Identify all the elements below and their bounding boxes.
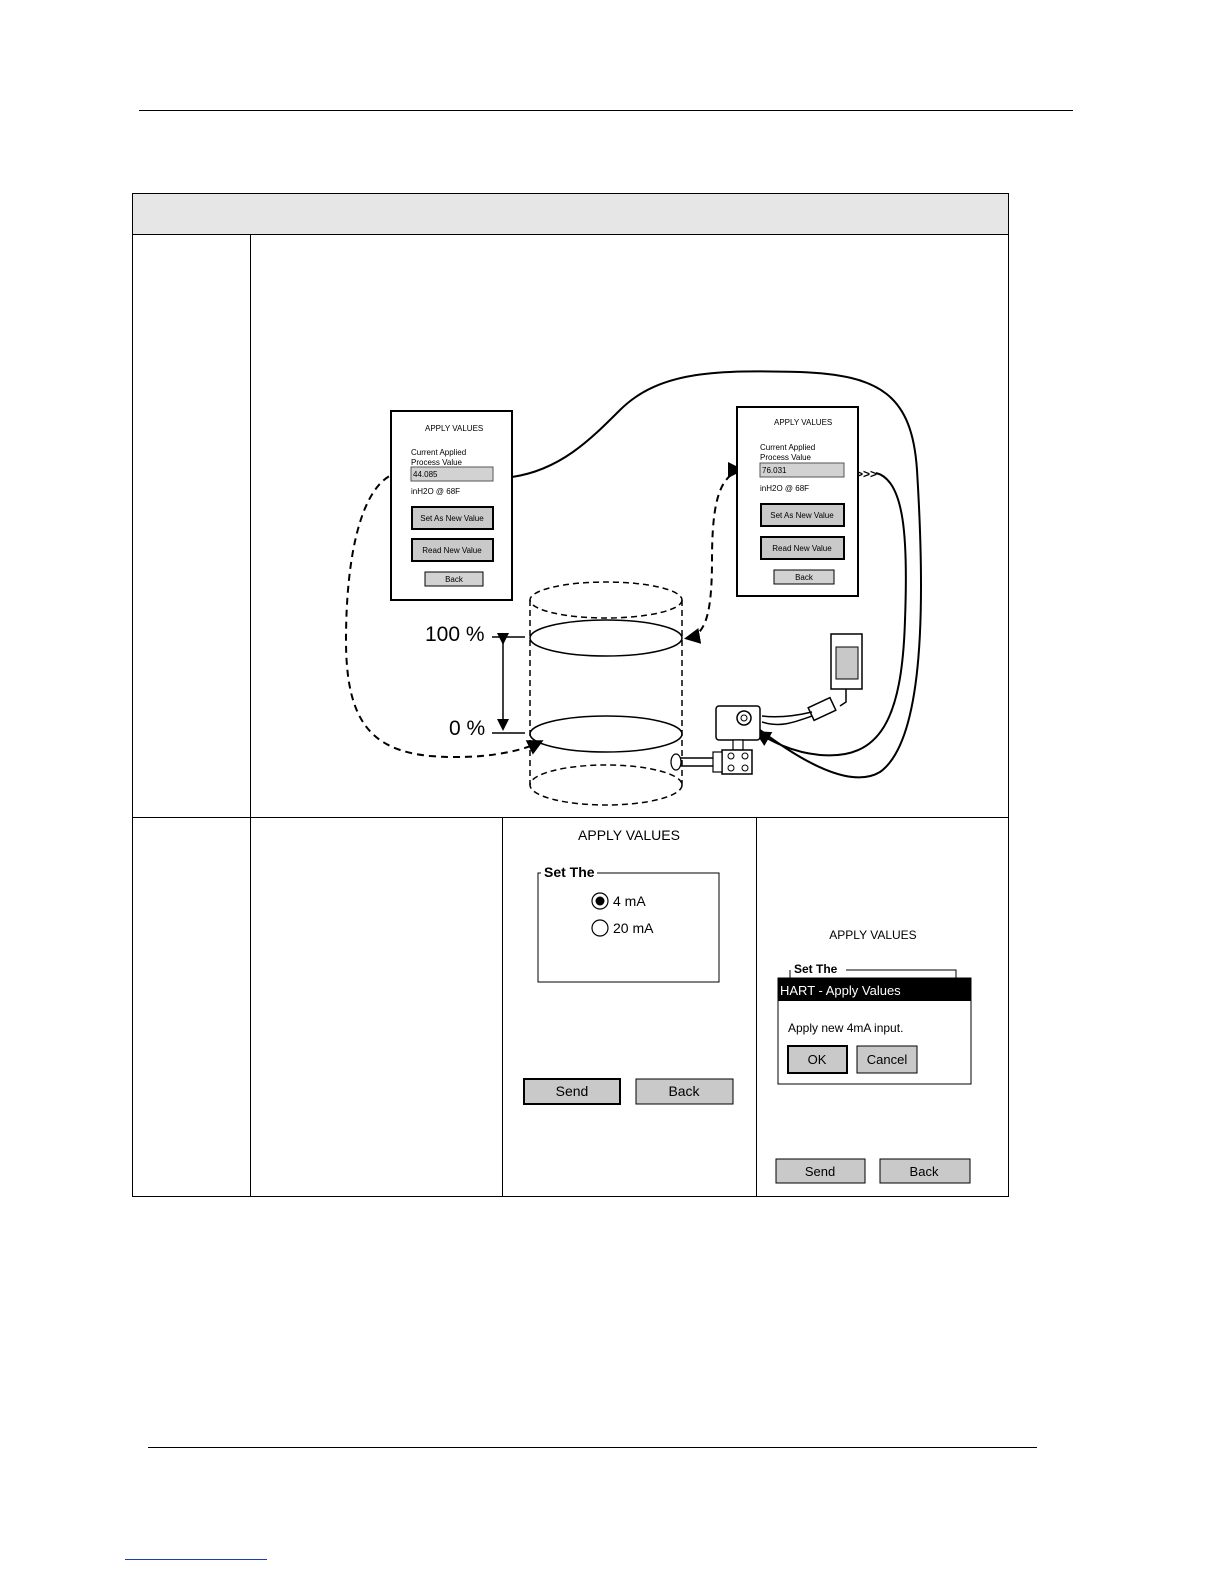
hart-dialog-titlebar [778, 978, 971, 1001]
footer-rule [148, 1447, 1037, 1448]
apply-values-dialog-screen: APPLY VALUES Set The HART - Apply Values… [775, 928, 972, 1184]
screen-b-group-box [789, 969, 957, 978]
footer-link-underline [125, 1559, 267, 1560]
screen-a-title: APPLY VALUES [578, 827, 680, 843]
procedure-table [132, 193, 1009, 1197]
left-screen-value-field [410, 466, 494, 482]
right-set-new-value-label: Set As New Value [770, 511, 834, 520]
screen-b-back-button[interactable] [879, 1158, 971, 1184]
level-100-label: 100 % [425, 623, 485, 646]
screen-a-group-label: Set The [544, 864, 595, 880]
right-screen-value: 76.031 [762, 466, 787, 475]
right-back-label: Back [795, 573, 814, 582]
dialog-ok-label: OK [808, 1052, 827, 1067]
table-col-divider-3 [756, 817, 757, 1196]
screen-b-send-label: Send [805, 1164, 835, 1179]
dialog-cancel-button[interactable] [856, 1045, 918, 1074]
left-screen-label-2: Process Value [411, 458, 463, 467]
connection-curve-left-to-right [511, 370, 923, 779]
screen-b-back-label: Back [910, 1164, 939, 1179]
table-col-divider-2 [502, 817, 503, 1196]
screen-b-group-label: Set The [794, 962, 838, 976]
left-screen-label-1: Current Applied [411, 448, 466, 457]
right-read-new-value-label: Read New Value [772, 544, 832, 553]
left-screen-title: APPLY VALUES [425, 424, 483, 433]
radio-20ma-label: 20 mA [613, 920, 654, 936]
dialog-cancel-label: Cancel [867, 1052, 908, 1067]
left-read-new-value-label: Read New Value [422, 546, 482, 555]
chevrons-right: >>> [856, 467, 877, 481]
screen-a-back-label: Back [668, 1083, 700, 1099]
right-read-new-value-button[interactable] [760, 536, 845, 560]
hart-dialog-message: Apply new 4mA input. [788, 1021, 903, 1035]
right-screen-value-field [759, 462, 845, 478]
level-0-label: 0 % [449, 717, 485, 740]
screen-a-back-button[interactable] [635, 1078, 734, 1105]
screen-b-title: APPLY VALUES [829, 928, 916, 942]
radio-4ma-label: 4 mA [613, 893, 646, 909]
screen-b-send-button[interactable] [775, 1158, 866, 1184]
connection-curve-right-to-transmitter [754, 472, 907, 757]
dashed-curve-to-hundred [684, 469, 743, 644]
handheld-communicator [761, 633, 863, 726]
table-header-row [133, 194, 1008, 235]
dialog-ok-button[interactable] [787, 1045, 848, 1074]
left-apply-values-screen: APPLY VALUES Current Applied Process Val… [390, 410, 513, 601]
left-screen-value: 44.085 [413, 470, 438, 479]
left-screen-unit: inH2O @ 68F [411, 487, 460, 496]
right-screen-unit: inH2O @ 68F [760, 484, 809, 493]
tank [529, 581, 683, 806]
left-back-button[interactable] [424, 571, 484, 587]
hart-dialog-title: HART - Apply Values [780, 983, 901, 998]
radio-4ma-dot [595, 896, 605, 906]
screen-a-send-label: Send [556, 1083, 589, 1099]
left-set-new-value-button[interactable] [411, 506, 494, 530]
apply-values-select-screen: APPLY VALUES Set The 4 mA 20 mA Send Bac… [523, 827, 734, 1105]
left-set-new-value-label: Set As New Value [420, 514, 484, 523]
table-row-divider [133, 817, 1008, 818]
table-col-divider [250, 235, 251, 1196]
right-screen-label-1: Current Applied [760, 443, 815, 452]
pressure-transmitter [670, 705, 761, 775]
screen-a-send-button[interactable] [523, 1078, 621, 1105]
right-apply-values-screen: APPLY VALUES Current Applied Process Val… [736, 406, 859, 597]
left-back-label: Back [445, 575, 464, 584]
header-rule [139, 110, 1073, 111]
right-back-button[interactable] [773, 569, 835, 585]
right-set-new-value-button[interactable] [760, 503, 845, 527]
radio-20ma[interactable] [591, 919, 609, 937]
right-screen-title: APPLY VALUES [774, 418, 832, 427]
right-screen-label-2: Process Value [760, 453, 812, 462]
dashed-curve-to-zero [344, 471, 544, 759]
left-read-new-value-button[interactable] [411, 538, 494, 562]
screen-a-group-box [537, 872, 720, 983]
